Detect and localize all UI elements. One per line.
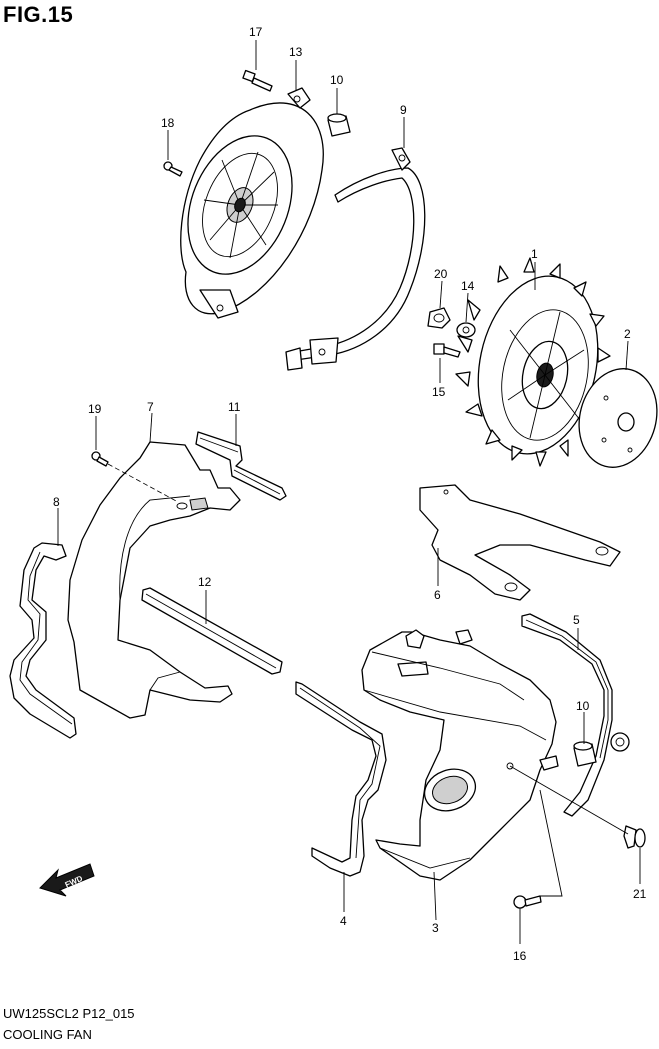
part-18-screw[interactable] [163, 161, 183, 177]
callout-18: 18 [161, 116, 175, 130]
part-16-screw[interactable] [513, 895, 542, 909]
callout-2: 2 [624, 327, 631, 341]
part-10-collar-lower[interactable] [573, 732, 630, 767]
callout-15: 15 [432, 385, 446, 399]
part-8-seal[interactable] [9, 542, 77, 739]
part-19-screw[interactable] [91, 451, 109, 467]
figure-code: UW125SCL2 P12_015 [3, 1006, 135, 1021]
part-14-washer[interactable] [456, 322, 476, 338]
part-5-seal[interactable] [521, 613, 613, 817]
callout-labels: 17 13 10 9 18 1 20 14 2 15 19 7 11 8 12 … [53, 25, 647, 963]
leader-lines [57, 40, 641, 944]
callout-9: 9 [400, 103, 407, 117]
part-20-nut[interactable] [427, 307, 451, 329]
callout-11: 11 [228, 400, 241, 414]
part-10-collar-upper[interactable] [327, 113, 351, 137]
callout-13: 13 [289, 45, 303, 59]
callout-14: 14 [461, 279, 475, 293]
part-15-bolt[interactable] [433, 343, 461, 358]
callout-7: 7 [147, 400, 154, 414]
figure-name: COOLING FAN [3, 1027, 92, 1042]
part-2-fan-plate[interactable] [568, 360, 659, 476]
part-4-seal[interactable] [295, 681, 387, 877]
callout-5: 5 [573, 613, 580, 627]
callout-12: 12 [198, 575, 212, 589]
callout-21: 21 [633, 887, 647, 901]
part-17-bolt[interactable] [242, 69, 273, 92]
part-13-fan-shroud[interactable] [169, 87, 324, 319]
callout-4: 4 [340, 914, 347, 928]
callout-17: 17 [249, 25, 263, 39]
callout-6: 6 [434, 588, 441, 602]
callout-20: 20 [434, 267, 448, 281]
part-12-seal-strip[interactable] [141, 587, 283, 675]
callout-10-lower: 10 [576, 699, 590, 713]
part-3-fan-case[interactable] [361, 629, 559, 881]
callout-3: 3 [432, 921, 439, 935]
part-9-band[interactable] [285, 147, 426, 371]
part-1-cooling-fan[interactable] [455, 257, 613, 467]
part-21-clip[interactable] [623, 825, 646, 849]
part-6-bracket[interactable] [419, 484, 621, 601]
callout-8: 8 [53, 495, 60, 509]
part-11-seal-strip[interactable] [195, 431, 287, 501]
callout-1: 1 [531, 247, 538, 261]
callout-16: 16 [513, 949, 527, 963]
fwd-arrow-icon: FWD [39, 863, 95, 897]
callout-19: 19 [88, 402, 102, 416]
callout-10-upper: 10 [330, 73, 344, 87]
part-7-air-guide[interactable] [67, 441, 241, 719]
figure-title: FIG.15 [3, 2, 74, 27]
